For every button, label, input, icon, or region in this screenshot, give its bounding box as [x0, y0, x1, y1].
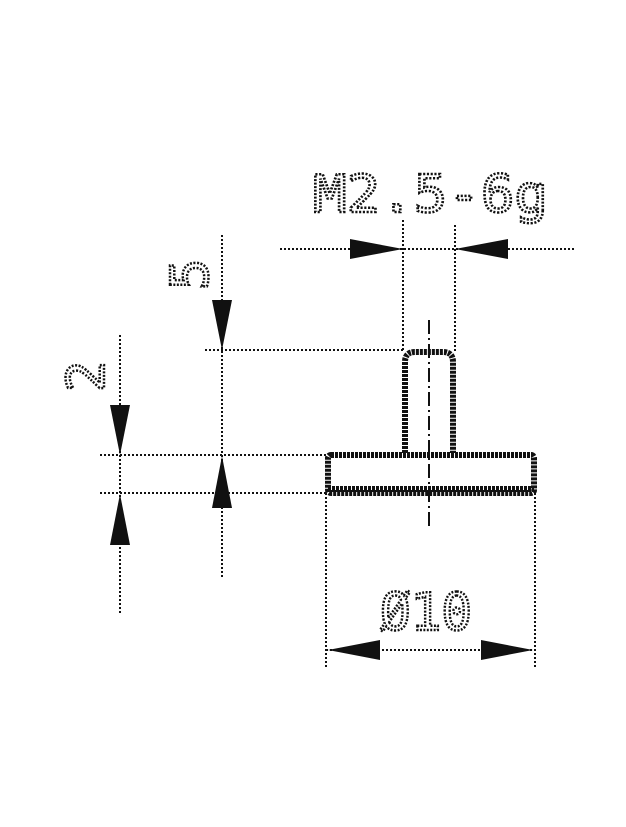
arrow-right: [481, 640, 533, 660]
diameter-label: Ø10: [380, 583, 472, 643]
arrow-left: [328, 640, 380, 660]
arrow-up: [110, 494, 130, 545]
part-outline: [325, 349, 537, 496]
thread-dimension: M2.5-6g: [280, 164, 576, 352]
length-dimension: 5: [160, 235, 403, 578]
arrow-down: [110, 405, 130, 455]
thickness-dimension: 2: [56, 335, 326, 615]
arrow-right: [350, 239, 403, 259]
diameter-dimension: Ø10: [325, 493, 536, 668]
length-label: 5: [161, 259, 221, 290]
arrow-down: [212, 300, 232, 350]
arrow-up: [212, 456, 232, 508]
thread-label: M2.5-6g: [313, 165, 548, 225]
base-plate: [325, 452, 537, 496]
thickness-label: 2: [57, 361, 117, 392]
arrow-left: [455, 239, 508, 259]
